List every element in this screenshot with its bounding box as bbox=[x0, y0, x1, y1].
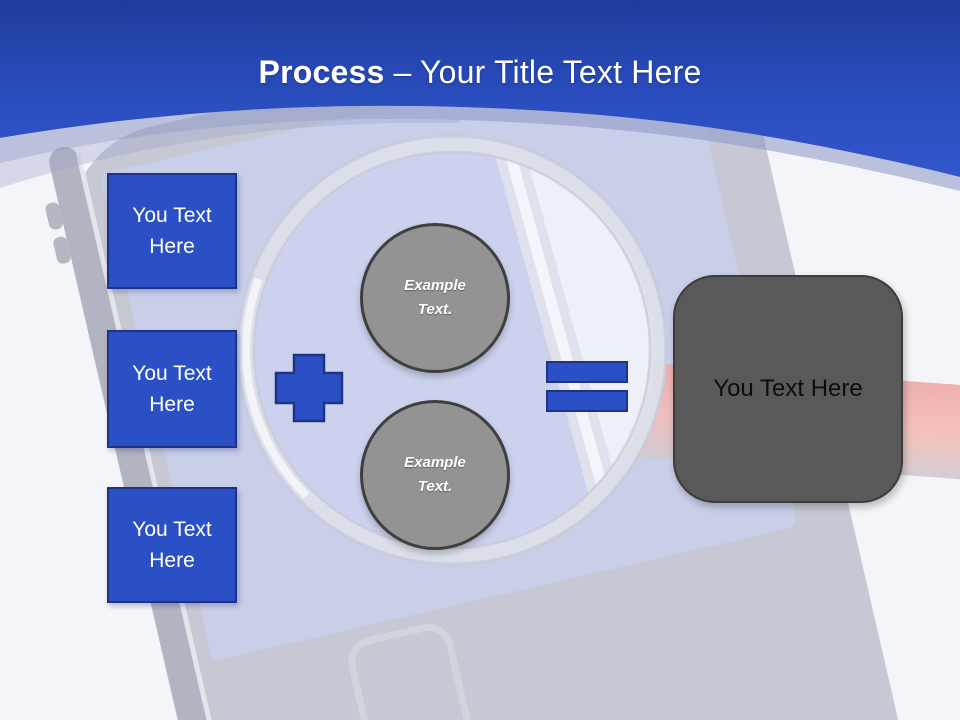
plus-icon bbox=[274, 353, 344, 423]
page-title: Process– Your Title Text Here bbox=[0, 54, 960, 91]
example-circle-2-label: Example Text. bbox=[404, 454, 466, 495]
result-box-label: You Text Here bbox=[713, 375, 863, 402]
title-bold-text: Process bbox=[258, 54, 385, 90]
equals-icon bbox=[546, 361, 628, 412]
input-box-3: You Text Here bbox=[107, 487, 237, 603]
input-box-1-label: You Text Here bbox=[132, 203, 212, 259]
phone-side-button bbox=[45, 202, 63, 230]
phone-home-button bbox=[348, 624, 471, 720]
input-box-1: You Text Here bbox=[107, 173, 237, 289]
input-box-2-label: You Text Here bbox=[132, 361, 212, 417]
phone-side-button bbox=[53, 236, 71, 264]
header-stripe bbox=[0, 105, 960, 191]
header-stripe-soft bbox=[0, 118, 460, 188]
example-circle-1-label: Example Text. bbox=[404, 277, 466, 318]
example-circle-1: Example Text. bbox=[360, 223, 510, 373]
title-regular-text: – Your Title Text Here bbox=[393, 54, 702, 90]
equals-bar-top bbox=[546, 361, 628, 383]
result-box: You Text Here bbox=[673, 275, 903, 503]
input-box-3-label: You Text Here bbox=[132, 517, 212, 573]
header-curve bbox=[0, 0, 960, 177]
equals-bar-bottom bbox=[546, 390, 628, 412]
example-circle-2: Example Text. bbox=[360, 400, 510, 550]
input-box-2: You Text Here bbox=[107, 330, 237, 448]
